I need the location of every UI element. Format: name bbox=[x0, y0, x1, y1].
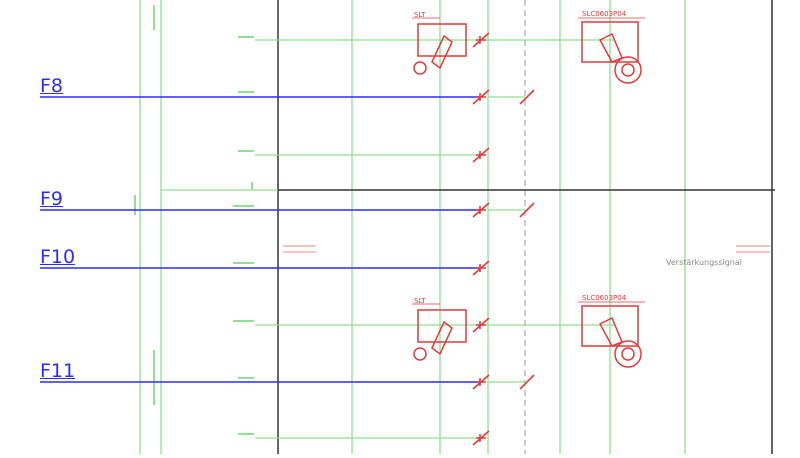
contact-icon bbox=[472, 260, 490, 276]
contact-icon bbox=[472, 317, 490, 333]
lamp-arm bbox=[598, 316, 623, 347]
terminal-tags bbox=[134, 5, 254, 435]
lamp-core bbox=[621, 63, 635, 77]
selector-switch-upper[interactable] bbox=[412, 17, 467, 75]
indicator-lamp-lower[interactable] bbox=[578, 301, 645, 368]
right-annotation: Verstärkungssignal bbox=[666, 258, 742, 267]
selector-switch-lower[interactable] bbox=[412, 303, 467, 361]
switch-tag-upper: SLT bbox=[414, 11, 426, 19]
switch-tag-lower: SLT bbox=[414, 297, 426, 305]
lamp-box bbox=[581, 21, 639, 63]
lamp-tag-upper: SLC0603P04 bbox=[582, 10, 627, 18]
contact-marks bbox=[472, 32, 535, 446]
indicator-lamp-upper[interactable] bbox=[578, 17, 645, 84]
contact-icon bbox=[519, 89, 535, 105]
lamp-icon bbox=[614, 340, 642, 368]
feeder-label-f8[interactable]: F8 bbox=[40, 75, 64, 97]
selector-switch-box bbox=[417, 23, 467, 57]
feeder-lines bbox=[40, 96, 480, 383]
contact-icon bbox=[519, 202, 535, 218]
horizontal-wires bbox=[255, 39, 615, 439]
contact-icon bbox=[472, 32, 490, 48]
contact-icon bbox=[472, 374, 490, 390]
selector-switch-box bbox=[417, 309, 467, 343]
selector-switch-icon bbox=[431, 320, 453, 356]
frame-lines bbox=[277, 0, 775, 454]
contact-icon bbox=[472, 430, 490, 446]
lamp-arm bbox=[598, 32, 623, 63]
vertical-rails bbox=[139, 0, 686, 454]
contact-icon bbox=[472, 89, 490, 105]
selector-switch-knob bbox=[413, 61, 427, 75]
contact-icon bbox=[472, 202, 490, 218]
contact-icon bbox=[472, 147, 490, 163]
selector-switch-icon bbox=[431, 34, 453, 70]
lamp-tag-lower: SLC0603P04 bbox=[582, 294, 627, 302]
selector-switch-knob bbox=[413, 347, 427, 361]
lamp-box bbox=[581, 305, 639, 347]
lamp-core bbox=[621, 347, 635, 361]
reference-marks bbox=[283, 245, 770, 253]
lamp-icon bbox=[614, 56, 642, 84]
feeder-label-f11[interactable]: F11 bbox=[40, 360, 76, 382]
feeder-label-f10[interactable]: F10 bbox=[40, 246, 76, 268]
contact-icon bbox=[519, 374, 535, 390]
feeder-label-f9[interactable]: F9 bbox=[40, 188, 64, 210]
